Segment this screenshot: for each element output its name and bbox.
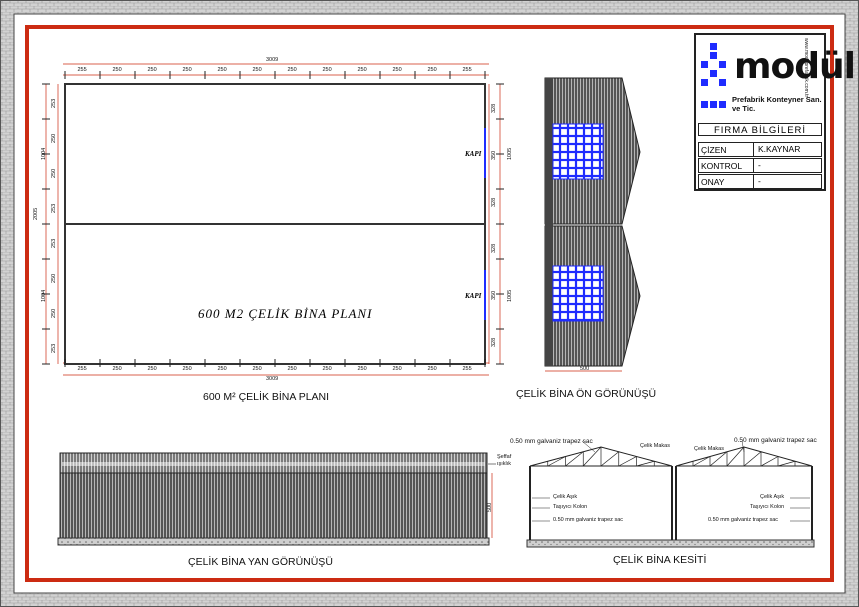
row-label: ÇİZEN (701, 145, 727, 155)
wall-sheet-label-left: 0.50 mm galvaniz trapez sac (553, 517, 624, 523)
skylight-label-2: ışıklık (497, 461, 512, 467)
dim-span-bottom: 250 (252, 366, 262, 372)
dim-left-half-top: 1004 (41, 147, 47, 160)
dim-span-right: 350 (491, 290, 497, 300)
door-label-upper: KAPI (465, 150, 482, 158)
dim-span-left: 253 (51, 98, 57, 108)
logo-mark-icon (701, 43, 726, 108)
dim-span-top: 255 (462, 67, 472, 73)
side-view-caption: ÇELİK BİNA YAN GÖRÜNÜŞÜ (188, 556, 333, 568)
logo-wordmark: modül (734, 46, 856, 87)
dim-span-top: 250 (392, 67, 402, 73)
dim-span-top: 250 (427, 67, 437, 73)
dim-span-top: 250 (147, 67, 157, 73)
dim-span-bottom: 255 (462, 366, 472, 372)
side-elevation (57, 452, 496, 546)
front-window-lower (552, 265, 604, 322)
dim-span-bottom: 250 (112, 366, 122, 372)
dim-span-left: 250 (51, 133, 57, 143)
building-section (526, 440, 815, 548)
row-value: - (753, 175, 826, 188)
door-label-lower: KAPI (465, 292, 482, 300)
dim-span-bottom: 250 (322, 366, 332, 372)
row-label: KONTROL (701, 161, 743, 171)
side-height-dim: 500 (487, 502, 493, 512)
front-view-caption: ÇELİK BİNA ÖN GÖRÜNÜŞÜ (516, 388, 657, 400)
row-control: KONTROL - (698, 158, 822, 173)
logo-url: www.moduprefabrik.com.tr (803, 38, 809, 98)
purlin-label-left: Çelik Aşık (553, 494, 578, 500)
dim-span-bottom: 250 (287, 366, 297, 372)
column-label-left: Taşıyıcı Kolon (553, 504, 588, 510)
dim-right-half-top: 1005 (507, 147, 513, 160)
row-value: - (753, 159, 826, 172)
floor-plan (42, 63, 504, 376)
dim-span-bottom: 250 (182, 366, 192, 372)
dim-span-bottom: 250 (392, 366, 402, 372)
dim-span-top: 250 (322, 67, 332, 73)
dim-span-right: 328 (491, 197, 497, 207)
dim-total-width-bottom: 3009 (266, 376, 279, 382)
logo-subtitle: Prefabrik Konteyner San. ve Tic. (732, 95, 822, 113)
dim-span-left: 253 (51, 343, 57, 353)
row-label: ONAY (701, 177, 725, 187)
dim-span-top: 250 (112, 67, 122, 73)
dim-left-half-bottom: 1004 (41, 289, 47, 302)
company-info-header: FIRMA BİLGİLERİ (698, 123, 822, 136)
plan-caption: 600 M² ÇELİK BİNA PLANI (203, 391, 330, 403)
plan-inner-title: 600 M2 ÇELİK BİNA PLANI (198, 306, 373, 321)
dim-span-right: 328 (491, 337, 497, 347)
dim-right-half-bottom: 1005 (507, 289, 513, 302)
dim-span-bottom: 250 (357, 366, 367, 372)
front-width-dim: 500 (580, 366, 590, 372)
front-window-upper (552, 123, 604, 180)
purlin-label-right: Çelik Aşık (760, 494, 785, 500)
dim-span-bottom: 250 (147, 366, 157, 372)
row-value: K.KAYNAR (753, 143, 826, 156)
dim-span-left: 253 (51, 238, 57, 248)
section-caption: ÇELİK BİNA KESİTİ (613, 554, 707, 566)
dim-total-width-top: 3009 (266, 57, 279, 63)
dim-span-top: 250 (252, 67, 262, 73)
dim-total-depth: 2005 (33, 207, 39, 220)
dim-span-right: 328 (491, 104, 497, 114)
row-drawn-by: ÇİZEN K.KAYNAR (698, 142, 822, 157)
dim-span-top: 255 (77, 67, 87, 73)
dim-span-bottom: 250 (217, 366, 227, 372)
dim-span-top: 250 (217, 67, 227, 73)
dim-span-bottom: 255 (77, 366, 87, 372)
row-approval: ONAY - (698, 174, 822, 189)
roof-sheet-label-left: 0.50 mm galvaniz trapez sac (510, 438, 593, 445)
truss-label-right: Çelik Makas (694, 446, 724, 452)
dim-span-bottom: 250 (427, 366, 437, 372)
front-elevation (544, 77, 641, 372)
skylight-label-1: Şeffaf (497, 454, 512, 460)
wall-sheet-label-right: 0.50 mm galvaniz trapez sac (708, 517, 779, 523)
dim-span-left: 253 (51, 203, 57, 213)
dim-span-left: 250 (51, 308, 57, 318)
dim-span-left: 250 (51, 273, 57, 283)
title-block: modül Prefabrik Konteyner San. ve Tic. w… (694, 33, 856, 191)
roof-sheet-label-right: 0.50 mm galvaniz trapez sac (734, 437, 817, 444)
column-label-right: Taşıyıcı Kolon (750, 504, 785, 510)
dim-span-right: 350 (491, 150, 497, 160)
dim-span-top: 250 (357, 67, 367, 73)
dim-span-right: 328 (491, 244, 497, 254)
truss-label-left: Çelik Makas (640, 443, 670, 449)
dim-span-top: 250 (287, 67, 297, 73)
dim-span-top: 250 (182, 67, 192, 73)
dim-span-left: 250 (51, 168, 57, 178)
